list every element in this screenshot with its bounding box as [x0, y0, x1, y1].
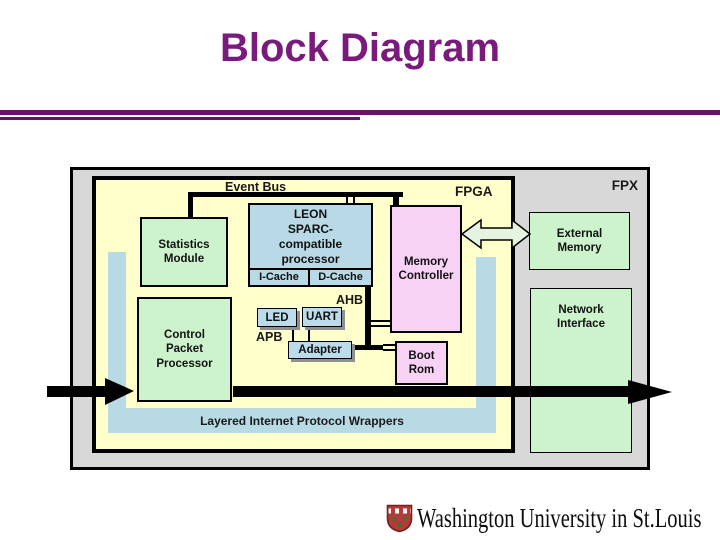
- event-bus-drop-memory: [393, 192, 399, 205]
- washu-crest-icon: [386, 504, 413, 533]
- statistics-module-box: Statistics Module: [140, 217, 228, 287]
- page-title: Block Diagram: [219, 26, 501, 70]
- adapter-box: Adapter: [288, 341, 352, 359]
- egress-arrow: [233, 380, 672, 404]
- ingress-arrow: [47, 378, 134, 405]
- apb-label: APB: [256, 330, 283, 344]
- led-box: LED: [257, 308, 297, 327]
- ahb-bus-line: [365, 287, 371, 349]
- washu-wordmark: Washington University in St.Louis: [417, 503, 702, 533]
- memory-controller-box: Memory Controller: [390, 205, 462, 333]
- divider-thin: [0, 117, 360, 120]
- divider-thick: [0, 110, 720, 115]
- uart-box: UART: [302, 307, 342, 327]
- boot-rom-box: Boot Rom: [395, 341, 448, 385]
- control-packet-processor-box: Control Packet Processor: [137, 297, 232, 402]
- fpga-label: FPGA: [455, 184, 493, 199]
- cache-row: I-Cache D-Cache: [250, 268, 371, 285]
- wrapper-band-bottom: [108, 408, 496, 433]
- memory-bidirectional-arrow: [460, 218, 532, 250]
- leon-processor-box: LEON SPARC- compatible processor I-Cache…: [248, 203, 373, 287]
- dcache-cell: D-Cache: [318, 270, 363, 283]
- event-bus-drop-statistics: [188, 192, 193, 217]
- fpx-label: FPX: [611, 178, 638, 193]
- external-memory-box: External Memory: [529, 212, 630, 270]
- adapter-to-ahb-link: [352, 345, 383, 350]
- event-bus-drop-leon: [346, 197, 355, 204]
- uart-to-adapter-link: [308, 327, 310, 341]
- icache-cell: I-Cache: [250, 270, 310, 285]
- ahb-to-memory-link: [371, 320, 390, 327]
- ahb-label: AHB: [336, 293, 364, 307]
- led-to-adapter-link: [292, 327, 294, 341]
- network-interface-box: Network Interface: [530, 288, 632, 453]
- event-bus-label: Event Bus: [225, 180, 287, 194]
- ahb-to-bootrom-link: [383, 344, 395, 351]
- wrappers-label: Layered Internet Protocol Wrappers: [200, 414, 404, 428]
- event-bus-line: [188, 192, 403, 197]
- leon-processor-label: LEON SPARC- compatible processor: [278, 206, 343, 266]
